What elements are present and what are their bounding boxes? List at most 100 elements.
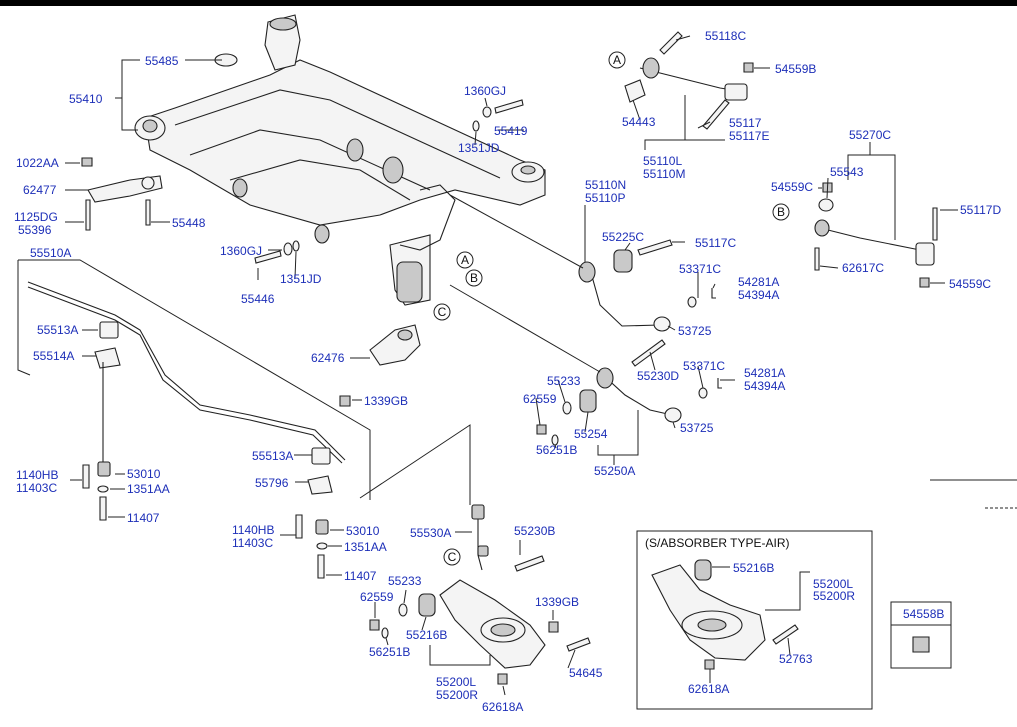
pin-54281A-a[interactable] bbox=[711, 288, 716, 299]
label-1339GB-low[interactable]: 1339GB bbox=[535, 595, 579, 609]
label-11407-mid[interactable]: 11407 bbox=[344, 569, 377, 583]
nut-1339GB-mid[interactable] bbox=[339, 395, 351, 407]
label-1351AA-left[interactable]: 1351AA bbox=[127, 482, 170, 496]
label-55117C[interactable]: 55117C bbox=[695, 236, 736, 250]
label-55510A[interactable]: 55510A bbox=[30, 246, 71, 260]
nut-62559-mid[interactable] bbox=[536, 424, 547, 435]
label-1360GJ-top[interactable]: 1360GJ bbox=[464, 84, 506, 98]
nut-54559B[interactable] bbox=[743, 62, 754, 73]
label-55225C[interactable]: 55225C bbox=[602, 230, 644, 244]
label-55485[interactable]: 55485 bbox=[145, 54, 179, 68]
label-55117D[interactable]: 55117D bbox=[960, 203, 1001, 217]
stabilizer-link-55530A[interactable] bbox=[477, 515, 483, 571]
washer-53371C-b[interactable] bbox=[698, 387, 708, 399]
bolt-55117C[interactable] bbox=[637, 239, 673, 256]
label-62617C[interactable]: 62617C bbox=[842, 261, 884, 275]
washer-1351AA-left[interactable] bbox=[97, 485, 109, 493]
label-54443[interactable]: 54443 bbox=[622, 115, 656, 129]
label-53371C-a[interactable]: 53371C bbox=[679, 262, 721, 276]
plate-62476[interactable] bbox=[369, 324, 421, 366]
bolt-1140HB-left[interactable] bbox=[82, 464, 90, 489]
label-54281A-a[interactable]: 54281A bbox=[738, 275, 779, 289]
label-1022AA[interactable]: 1022AA bbox=[16, 156, 59, 170]
bushing-54443[interactable] bbox=[624, 79, 646, 103]
lower-control-arm-55200[interactable] bbox=[439, 579, 546, 669]
label-55250A[interactable]: 55250A bbox=[594, 464, 635, 478]
label-55117E[interactable]: 55117E bbox=[729, 129, 769, 143]
label-55233-mid[interactable]: 55233 bbox=[547, 374, 581, 388]
link-bushing-53010-left[interactable] bbox=[97, 461, 111, 477]
bolt-54645[interactable] bbox=[566, 637, 591, 652]
toe-arm-55270C[interactable] bbox=[819, 227, 921, 251]
bracket-55796[interactable] bbox=[307, 475, 333, 495]
bolt-1140HB-mid[interactable] bbox=[295, 514, 303, 539]
label-55448[interactable]: 55448 bbox=[172, 216, 206, 230]
label-53371C-b[interactable]: 53371C bbox=[683, 359, 725, 373]
label-55513A-left[interactable]: 55513A bbox=[37, 323, 78, 337]
label-1140HB-mid[interactable]: 1140HB bbox=[232, 523, 274, 537]
nut-54558B[interactable] bbox=[912, 636, 930, 653]
stabilizer-bar-55510A[interactable] bbox=[27, 281, 346, 461]
label-54394A-b[interactable]: 54394A bbox=[744, 379, 785, 393]
label-55216B-box[interactable]: 55216B bbox=[733, 561, 774, 575]
upper-arm-55110-bushing[interactable] bbox=[642, 57, 660, 79]
nut-1339GB-low[interactable] bbox=[548, 621, 559, 633]
label-56251B-mid[interactable]: 56251B bbox=[536, 443, 577, 457]
label-56251B-low[interactable]: 56251B bbox=[369, 645, 410, 659]
bushing-55254[interactable] bbox=[579, 389, 597, 413]
bolt-55117[interactable] bbox=[702, 99, 730, 130]
washer-1351AA-mid[interactable] bbox=[316, 542, 328, 550]
label-54559B[interactable]: 54559B bbox=[775, 62, 816, 76]
label-53725-a[interactable]: 53725 bbox=[678, 324, 712, 338]
bolt-55230B[interactable] bbox=[514, 555, 545, 572]
label-55117[interactable]: 55117 bbox=[729, 116, 762, 130]
label-55110N[interactable]: 55110N bbox=[585, 178, 626, 192]
nut-1022AA[interactable] bbox=[81, 157, 93, 167]
label-62618A-low[interactable]: 62618A bbox=[482, 700, 523, 714]
nut-62559-low[interactable] bbox=[369, 619, 380, 631]
label-55110L[interactable]: 55110L bbox=[643, 154, 682, 168]
label-11407-left[interactable]: 11407 bbox=[127, 511, 160, 525]
label-55230D[interactable]: 55230D bbox=[637, 369, 679, 383]
bolt-55446[interactable] bbox=[254, 250, 282, 264]
label-1351AA-mid[interactable]: 1351AA bbox=[344, 540, 387, 554]
label-55110M[interactable]: 55110M bbox=[643, 167, 685, 181]
label-55396[interactable]: 55396 bbox=[18, 223, 52, 237]
bolt-1125DG[interactable] bbox=[85, 199, 91, 231]
label-55200L-low[interactable]: 55200L bbox=[436, 675, 476, 689]
label-1140HB-left[interactable]: 1140HB bbox=[16, 468, 58, 482]
label-54645[interactable]: 54645 bbox=[569, 666, 603, 680]
pin-54281A-b[interactable] bbox=[717, 378, 722, 389]
bolt-55419[interactable] bbox=[494, 99, 524, 114]
bolt-11407-mid[interactable] bbox=[317, 554, 325, 579]
bolt-11407-left[interactable] bbox=[99, 496, 107, 521]
rear-crossmember-subframe[interactable] bbox=[134, 14, 546, 306]
link-bushing-53010-mid[interactable] bbox=[315, 519, 329, 535]
washer-1351JD-mid[interactable] bbox=[292, 240, 300, 252]
bushing-55216B-box[interactable] bbox=[694, 559, 712, 581]
label-1360GJ-mid[interactable]: 1360GJ bbox=[220, 244, 262, 258]
washer-53371C-a[interactable] bbox=[687, 296, 697, 308]
label-62559-low[interactable]: 62559 bbox=[360, 590, 394, 604]
label-55230B[interactable]: 55230B bbox=[514, 524, 555, 538]
label-55254[interactable]: 55254 bbox=[574, 427, 608, 441]
label-62559-mid[interactable]: 62559 bbox=[523, 392, 557, 406]
label-55233-low[interactable]: 55233 bbox=[388, 574, 422, 588]
nut-62618A-low[interactable] bbox=[497, 673, 508, 685]
label-55410[interactable]: 55410 bbox=[69, 92, 103, 106]
label-55216B-low[interactable]: 55216B bbox=[406, 628, 447, 642]
label-55543[interactable]: 55543 bbox=[830, 165, 864, 179]
label-55110P[interactable]: 55110P bbox=[585, 191, 625, 205]
label-53010-left[interactable]: 53010 bbox=[127, 467, 161, 481]
label-1125DG[interactable]: 1125DG bbox=[14, 210, 58, 224]
label-55419[interactable]: 55419 bbox=[494, 124, 528, 138]
washer-1351JD-top[interactable] bbox=[472, 120, 480, 132]
lower-arm-air-type[interactable] bbox=[651, 564, 766, 661]
label-54559C-a[interactable]: 54559C bbox=[771, 180, 813, 194]
label-1351JD-mid[interactable]: 1351JD bbox=[280, 272, 322, 286]
washer-1360GJ-mid[interactable] bbox=[283, 242, 293, 256]
label-11403C-mid[interactable]: 11403C bbox=[232, 536, 273, 550]
bolt-55448[interactable] bbox=[145, 199, 151, 226]
label-54394A-a[interactable]: 54394A bbox=[738, 288, 779, 302]
bolt-55118C[interactable] bbox=[659, 31, 683, 55]
